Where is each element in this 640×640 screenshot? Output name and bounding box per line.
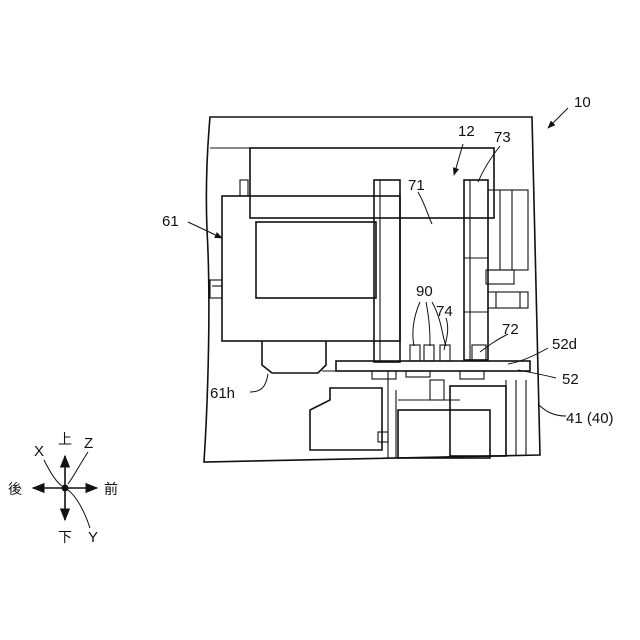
axis-down-label: 下 (58, 530, 72, 546)
axis-up-label: 上 (58, 432, 72, 448)
axis-x-label: X (34, 443, 44, 460)
axis-z-label: Z (84, 435, 93, 452)
axis-front-label: 前 (104, 481, 118, 498)
compass-center-dot (62, 485, 69, 492)
axis-y-label: Y (88, 529, 98, 546)
axis-back-label: 後 (8, 482, 22, 498)
